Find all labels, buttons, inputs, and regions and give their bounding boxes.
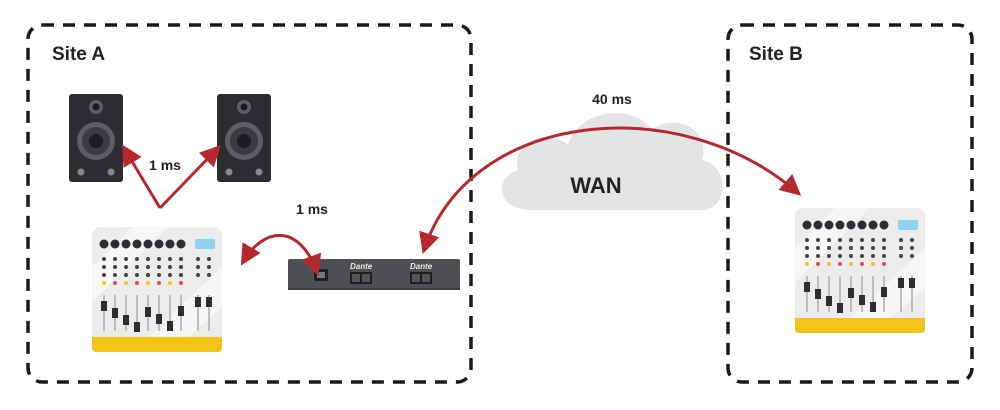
mixer-icon [795, 208, 925, 333]
site-b-label: Site B [749, 44, 803, 65]
dante-brand-label: Dante [350, 262, 373, 271]
dante-brand-label: Dante [410, 262, 433, 271]
speaker-icon [69, 94, 123, 182]
speaker-icon [217, 94, 271, 182]
mixer-interface-latency-label: 1 ms [296, 201, 328, 217]
wan-latency-label: 40 ms [592, 91, 632, 107]
wan-label: WAN [570, 173, 621, 198]
speakers-latency-label: 1 ms [149, 157, 181, 173]
site-a-label: Site A [52, 44, 105, 65]
mixer-icon [92, 227, 222, 352]
site-a-boundary [26, 23, 473, 384]
dante-interface-icon: Dante Dante [288, 259, 460, 290]
arrow-icon [121, 126, 802, 276]
